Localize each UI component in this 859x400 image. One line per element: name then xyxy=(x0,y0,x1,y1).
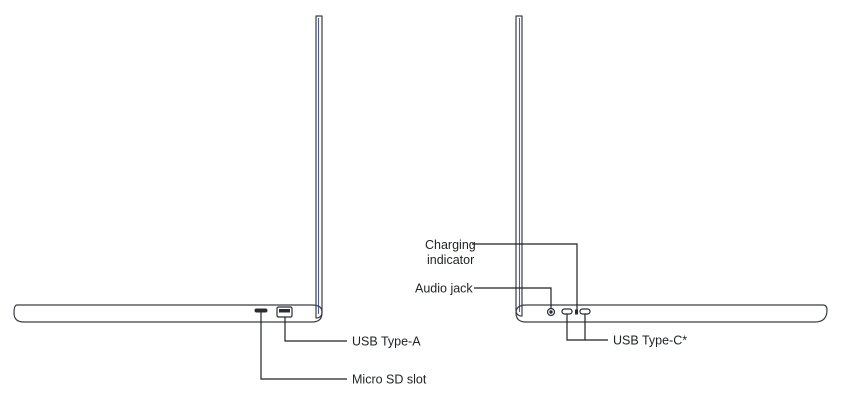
right-base xyxy=(515,304,828,323)
charging-indicator-label-line1: Charging xyxy=(425,238,476,252)
usb-type-c-port-2 xyxy=(579,308,591,315)
left-base xyxy=(13,304,323,323)
left-side-view: USB Type-A Micro SD slot xyxy=(13,15,427,387)
audio-jack-port-hole xyxy=(549,310,553,314)
usb-type-a-label: USB Type-A xyxy=(352,335,421,349)
usb-type-c-leader xyxy=(566,314,586,341)
audio-jack-label: Audio jack xyxy=(415,282,473,296)
usb-type-c-label: USB Type-C* xyxy=(613,334,687,348)
usb-type-a-leader xyxy=(284,317,347,342)
charging-indicator-led xyxy=(575,309,578,315)
micro-sd-slot-leader xyxy=(260,312,347,380)
charging-indicator-label-line2: indicator xyxy=(427,253,474,267)
charging-indicator-leader xyxy=(472,243,578,310)
right-side-view: Charging indicator Audio jack USB Type-C… xyxy=(415,15,828,348)
usb-type-a-port-tongue xyxy=(279,309,290,313)
usb-type-c-port-1 xyxy=(561,308,573,315)
micro-sd-slot-label: Micro SD slot xyxy=(352,373,427,387)
audio-jack-leader xyxy=(474,287,552,308)
micro-sd-slot-port xyxy=(254,308,268,313)
